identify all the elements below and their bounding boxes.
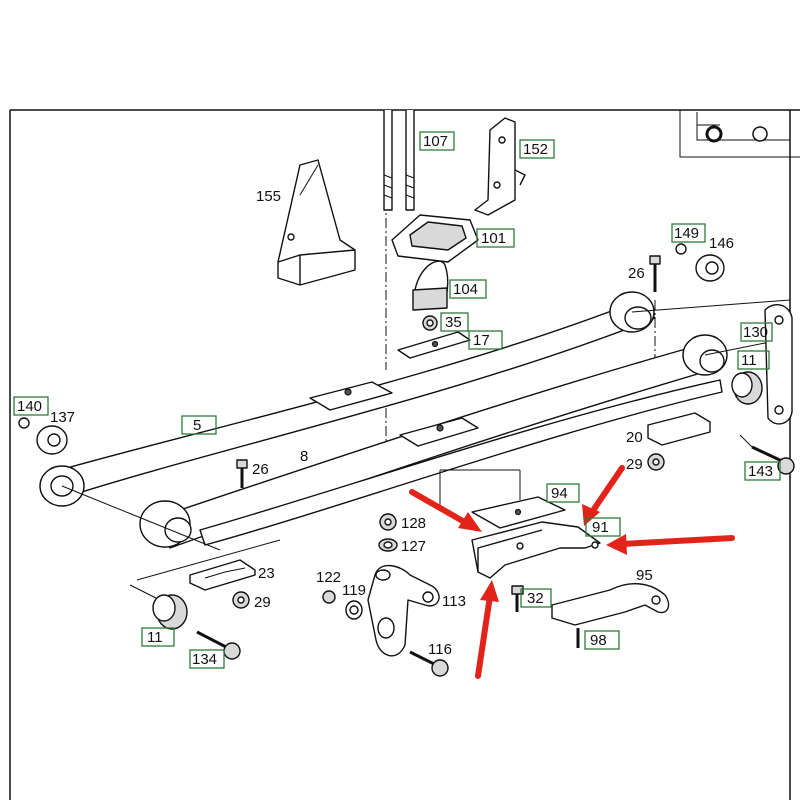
part-101-clamp-plate	[391, 214, 479, 263]
part-94-plate	[471, 496, 566, 529]
label-104: 104	[453, 281, 478, 298]
label-122: 122	[316, 569, 341, 586]
label-149: 149	[674, 225, 699, 242]
highlight-arrows	[409, 465, 735, 679]
label-20: 20	[626, 429, 643, 446]
part-labels: 155 107 152 101 104 35 17 149 146 26 130…	[13, 131, 781, 669]
part-143-bolt	[739, 434, 795, 475]
label-91: 91	[592, 519, 609, 536]
part-23-pad	[189, 559, 256, 591]
label-140: 140	[17, 398, 42, 415]
arrow-left	[409, 489, 471, 527]
label-119: 119	[342, 582, 366, 599]
diagram-frame	[9, 109, 800, 800]
label-130: 130	[743, 324, 768, 341]
label-137: 137	[50, 409, 75, 426]
label-98: 98	[590, 632, 607, 649]
label-box-32	[520, 588, 552, 608]
part-155-bracket	[277, 159, 356, 286]
part-146-bushing	[695, 254, 725, 282]
part-149-washer	[675, 243, 687, 255]
part-140-washer	[18, 417, 30, 429]
label-134: 134	[192, 651, 217, 668]
arrow-bottom	[475, 593, 493, 679]
label-152: 152	[523, 141, 548, 158]
label-box-134	[189, 649, 225, 669]
part-95-bracket	[551, 583, 670, 626]
label-113: 113	[442, 593, 466, 610]
label-box-98	[584, 630, 620, 650]
part-152-bracket	[474, 117, 526, 216]
label-29-front: 29	[254, 594, 271, 611]
part-26-bolt-rear	[649, 255, 661, 292]
label-95: 95	[636, 567, 653, 584]
label-29-rear: 29	[626, 456, 643, 473]
label-box-130	[740, 322, 773, 342]
label-26-front: 26	[252, 461, 269, 478]
part-17-pad	[397, 331, 471, 359]
label-box-35	[440, 312, 469, 332]
label-155: 155	[256, 188, 281, 205]
label-116: 116	[428, 641, 452, 658]
label-box-101	[476, 228, 515, 248]
part-20-pad	[647, 412, 711, 446]
label-101: 101	[481, 230, 506, 247]
label-box-11-rear	[737, 350, 770, 370]
label-11-rear: 11	[741, 352, 757, 369]
truck-icon	[679, 110, 800, 158]
label-17: 17	[473, 332, 490, 349]
part-113-shackle	[367, 564, 440, 657]
label-127: 127	[401, 538, 426, 555]
part-29-nut-front	[232, 591, 250, 609]
label-107: 107	[423, 133, 448, 150]
part-26-bolt-front	[236, 459, 248, 488]
part-29-nut-rear	[647, 453, 665, 471]
part-119-bushing	[345, 600, 363, 620]
label-box-5	[181, 415, 217, 435]
label-128: 128	[401, 515, 426, 532]
label-32: 32	[527, 590, 544, 607]
part-104-bump-stop	[412, 260, 449, 311]
label-8: 8	[300, 448, 308, 465]
part-35-nut	[422, 315, 438, 331]
main-leaf-spring	[39, 291, 728, 549]
part-122-washer	[322, 590, 336, 604]
label-box-107	[419, 131, 455, 151]
label-box-11-front	[141, 627, 175, 647]
label-35: 35	[445, 314, 462, 331]
label-box-140	[13, 396, 49, 416]
label-box-149	[671, 223, 706, 243]
label-box-94	[546, 483, 580, 503]
label-box-104	[449, 279, 487, 299]
label-11-front: 11	[147, 629, 163, 646]
part-107-u-bolt	[383, 110, 415, 211]
label-23: 23	[258, 565, 275, 582]
part-127-washer	[378, 538, 398, 552]
part-32-bolt	[511, 585, 524, 612]
label-5: 5	[193, 417, 201, 434]
label-26-rear: 26	[628, 265, 645, 282]
label-box-17	[468, 330, 503, 350]
label-box-143	[744, 461, 781, 481]
part-128-nut	[379, 513, 397, 531]
arrow-up-right	[589, 465, 625, 515]
arrow-right	[619, 535, 735, 547]
part-91-wedge	[471, 521, 601, 579]
label-146: 146	[709, 235, 734, 252]
part-116-bolt	[409, 650, 449, 677]
part-11-bush-front	[152, 594, 188, 630]
label-box-91	[585, 517, 621, 537]
part-11-bush-rear	[731, 371, 763, 405]
label-94: 94	[551, 485, 568, 502]
label-box-152	[519, 139, 555, 159]
part-137-bushing	[36, 425, 68, 455]
label-143: 143	[748, 463, 773, 480]
